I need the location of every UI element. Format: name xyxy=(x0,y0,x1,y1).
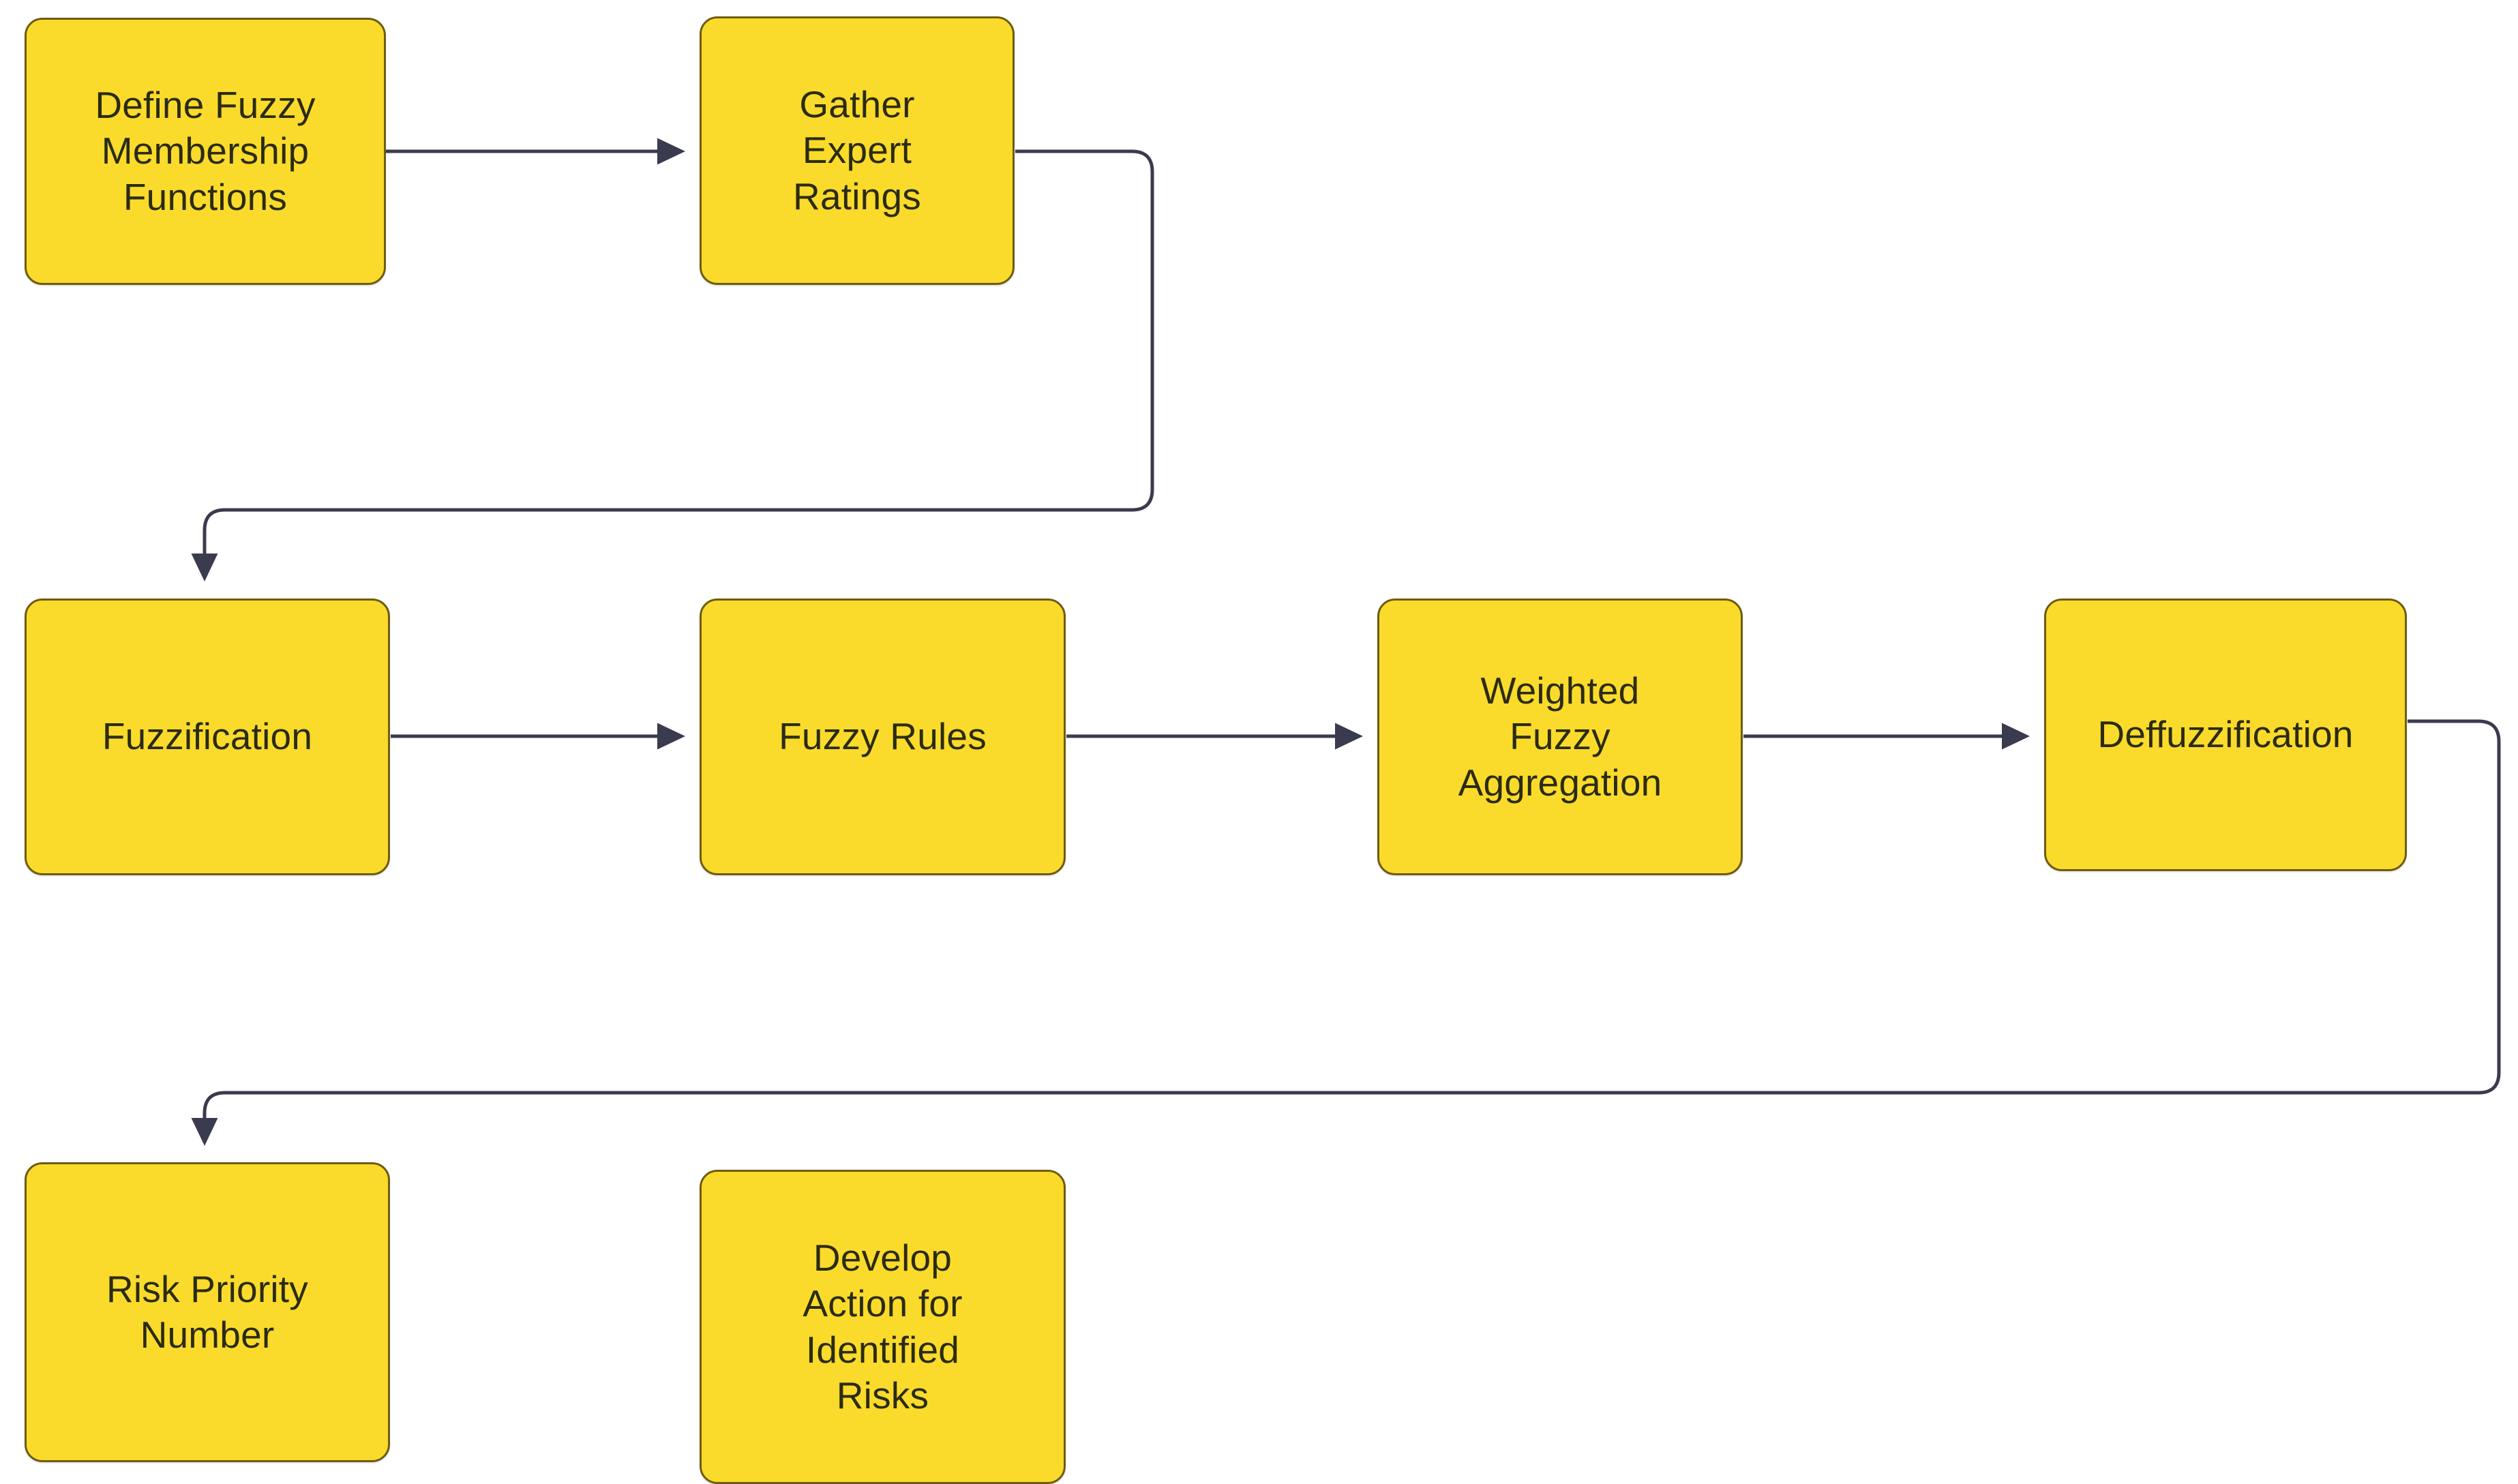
node-define-fuzzy-membership-functions[interactable]: Define Fuzzy Membership Functions xyxy=(25,18,386,285)
node-label: Define Fuzzy Membership Functions xyxy=(95,84,316,218)
node-weighted-fuzzy-aggregation[interactable]: Weighted Fuzzy Aggregation xyxy=(1377,599,1743,875)
node-gather-expert-ratings[interactable]: Gather Expert Ratings xyxy=(700,16,1015,285)
node-label: Develop Action for Identified Risks xyxy=(803,1237,963,1417)
node-fuzzy-rules[interactable]: Fuzzy Rules xyxy=(700,599,1066,875)
node-label: Fuzzy Rules xyxy=(779,715,987,758)
node-label: Fuzzification xyxy=(102,715,313,758)
node-deffuzzification[interactable]: Deffuzzification xyxy=(2044,599,2407,871)
node-risk-priority-number[interactable]: Risk Priority Number xyxy=(25,1162,390,1462)
node-fuzzification[interactable]: Fuzzification xyxy=(25,599,390,875)
node-label: Risk Priority Number xyxy=(106,1267,308,1356)
node-label: Gather Expert Ratings xyxy=(793,83,921,217)
node-label: Deffuzzification xyxy=(2097,713,2354,756)
node-label: Weighted Fuzzy Aggregation xyxy=(1458,669,1662,804)
node-develop-action-for-identified-risks[interactable]: Develop Action for Identified Risks xyxy=(700,1170,1066,1484)
